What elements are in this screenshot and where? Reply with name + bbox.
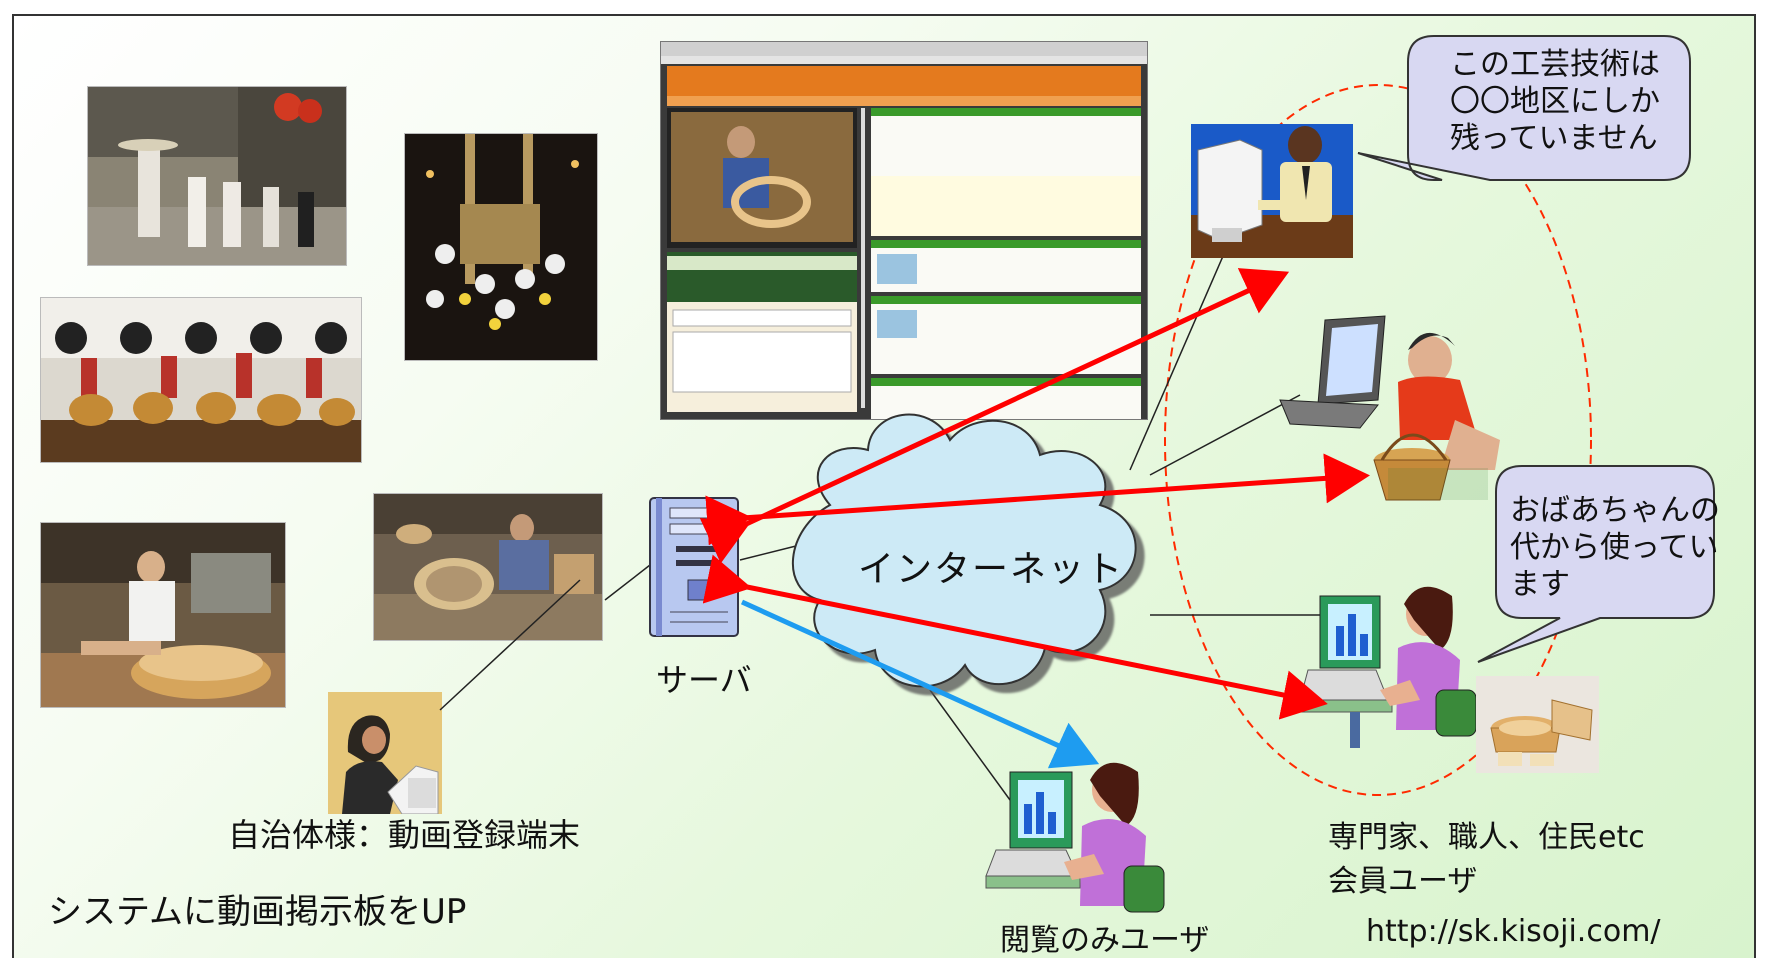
- craftsman-workshop-photo: [373, 493, 603, 641]
- system-upload-label: システムに動画掲示板をUP: [48, 892, 467, 932]
- taiko-drum-stage-photo: [40, 297, 362, 463]
- typing-woman-icon: [1064, 762, 1165, 913]
- speech-bubble-grandma: [1477, 465, 1715, 663]
- craft-bubble-text: この工芸技術は 〇〇地区にしか 残っていません: [1450, 46, 1660, 157]
- internet-label: インターネット: [858, 549, 1125, 590]
- grandma-bubble-text: おばあちゃんの 代から使ってい ます: [1510, 492, 1720, 603]
- craft-bubble-line: 〇〇地区にしか: [1450, 84, 1660, 119]
- craft-bubble-line: 残っていません: [1450, 121, 1658, 156]
- arrow-server-viewer: [740, 599, 1100, 769]
- grandma-bubble-line: 代から使ってい: [1510, 530, 1719, 565]
- mikoshi-festival-night-photo: [404, 133, 598, 361]
- desktop-user-icon: [1191, 124, 1353, 258]
- speech-bubble-craft: [1357, 35, 1691, 181]
- grandma-bubble-line: ます: [1510, 567, 1570, 602]
- grandma-bubble-line: おばあちゃんの: [1510, 493, 1720, 528]
- url-link[interactable]: http://sk.kisoji.com/: [1366, 914, 1661, 949]
- server-label: サーバ: [656, 661, 752, 699]
- woman-computer-icon: [1299, 586, 1477, 748]
- arrow-server-craftsman: [705, 453, 1370, 546]
- viewer-label: 閲覧のみユーザ: [1000, 923, 1210, 958]
- municipal-terminal-label: 自治体様：動画登録端末: [228, 816, 581, 854]
- members-label-line1: 専門家、職人、住民etc: [1328, 820, 1645, 855]
- municipal-terminal-clipart: [328, 692, 442, 814]
- members-label-line2: 会員ユーザ: [1328, 864, 1478, 899]
- viewer-computer-icon: [985, 771, 1081, 889]
- wooden-tub-photo: [1476, 676, 1599, 773]
- server-tower-icon: [649, 497, 739, 637]
- craft-bubble-line: この工芸技術は: [1450, 47, 1660, 82]
- arrow-server-member-woman: [702, 554, 1328, 720]
- laptop-craftsman-icon: [1279, 315, 1500, 501]
- festival-procession-photo: [87, 86, 347, 266]
- tub-maker-photo: [40, 522, 286, 708]
